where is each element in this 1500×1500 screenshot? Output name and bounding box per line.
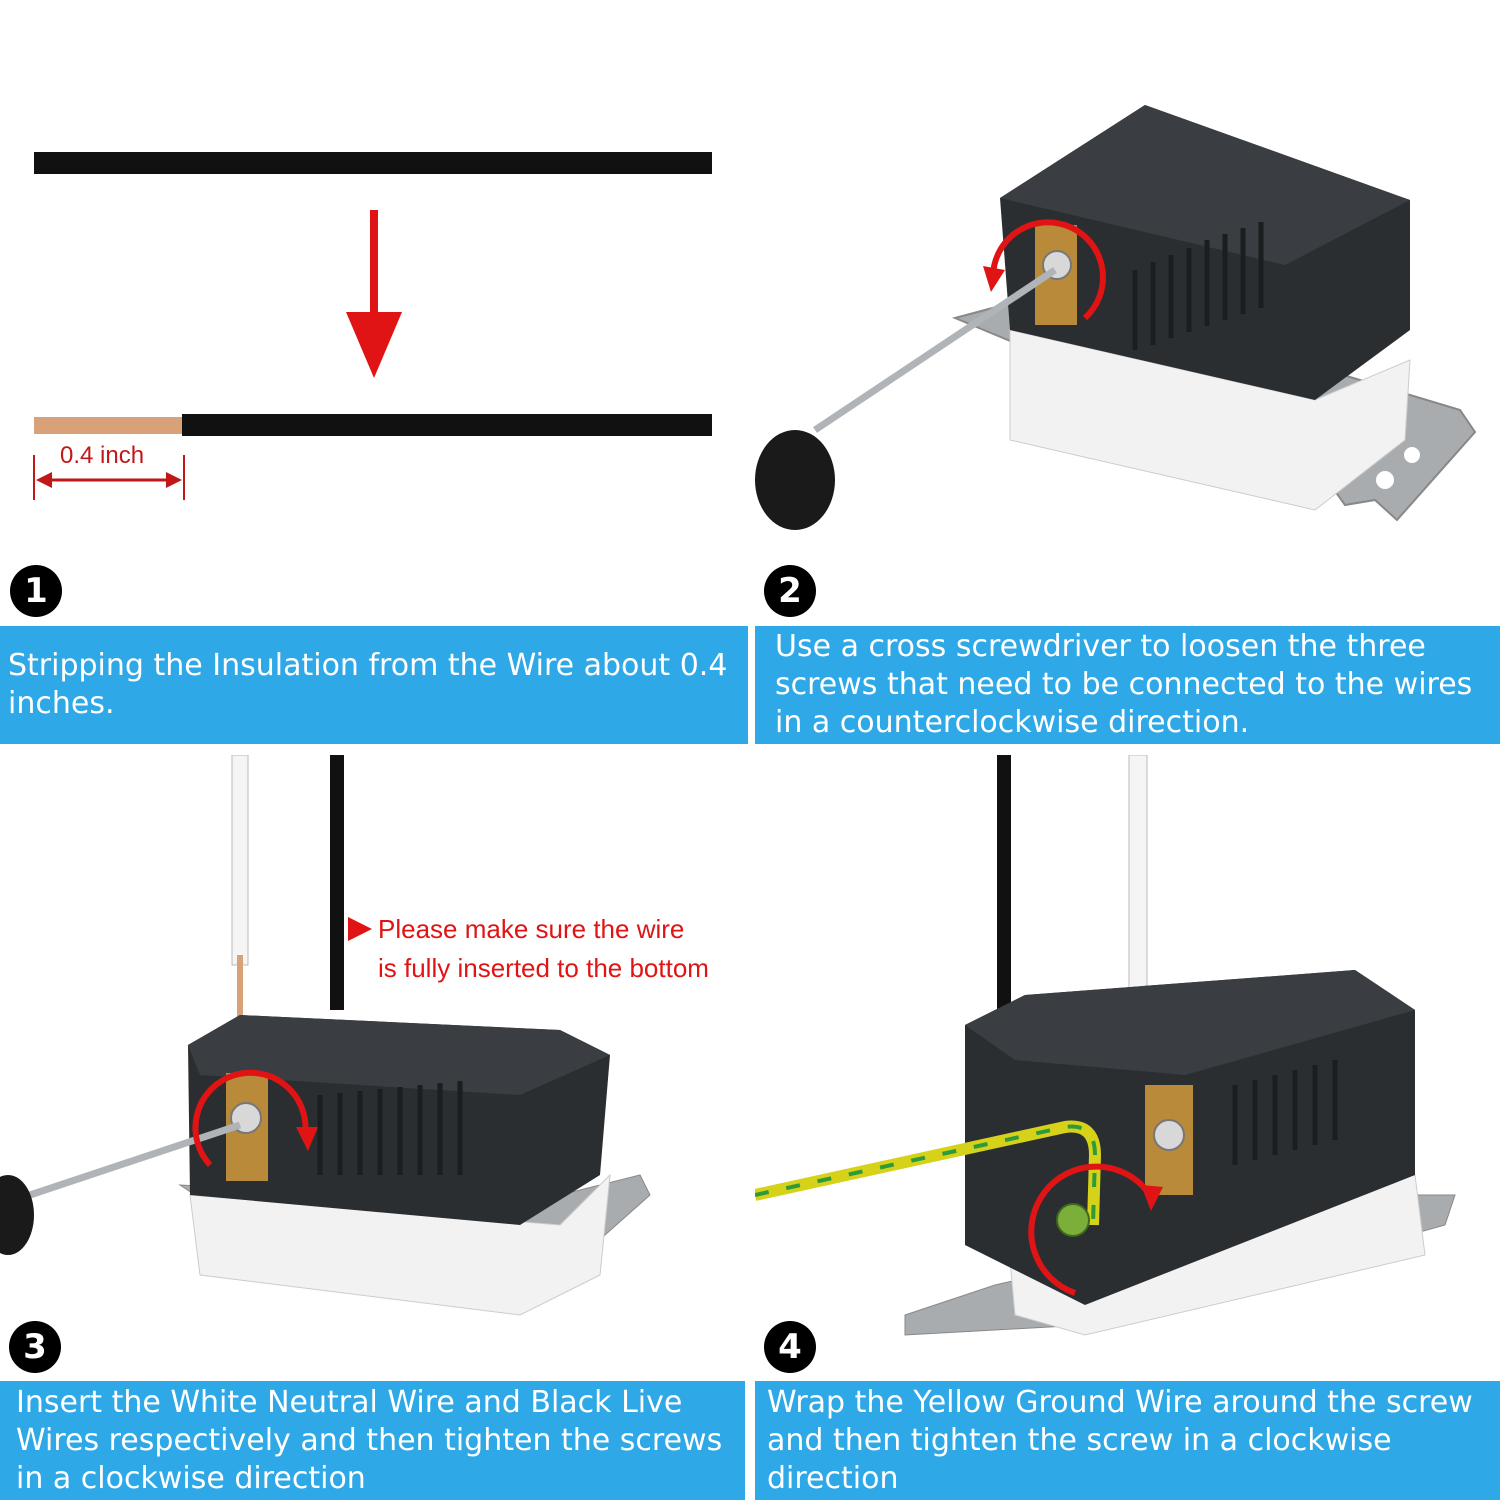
step-1-badge: 1 [10, 565, 62, 617]
step-3-caption-text: Insert the White Neutral Wire and Black … [16, 1384, 723, 1496]
step-4-caption-text: Wrap the Yellow Ground Wire around the s… [767, 1384, 1473, 1496]
terminal-screw-icon [1153, 1119, 1185, 1151]
panel-divider [750, 0, 753, 1500]
screwdriver-shaft [813, 267, 1057, 433]
step-1-panel: 0.4 inch 1 [0, 0, 748, 626]
exposed-copper-wire [34, 417, 186, 434]
step-2-caption: Use a cross screwdriver to loosen the th… [755, 626, 1500, 744]
screwdriver-shaft [28, 1121, 242, 1199]
ground-wire-green-stripe [755, 1124, 1098, 1226]
counterclockwise-arrow-icon [990, 219, 1106, 321]
screwdriver-handle [755, 430, 835, 530]
device-top-face [965, 970, 1415, 1075]
strip-length-label: 0.4 inch [60, 442, 145, 469]
step-2-caption-text: Use a cross screwdriver to loosen the th… [775, 629, 1473, 740]
measure-left-arrow-icon [36, 472, 52, 488]
insertion-note-line-1: Please make sure the wire [378, 914, 685, 944]
step-3-panel: Please make sure the wire is fully inser… [0, 755, 745, 1381]
clockwise-arrow-icon [192, 1069, 309, 1168]
neutral-wire-copper [237, 955, 243, 1035]
device-top-face [1000, 105, 1410, 265]
step-4-caption: Wrap the Yellow Ground Wire around the s… [755, 1381, 1500, 1500]
ground-screw-icon [1056, 1203, 1090, 1237]
ground-wire-illustration [755, 755, 1456, 1336]
measure-right-arrow-icon [166, 472, 182, 488]
stripped-wire-insulation [182, 414, 712, 436]
step-4-badge: 4 [764, 1321, 816, 1373]
step-1-caption-text: Stripping the Insulation from the Wire a… [8, 648, 728, 721]
step-2-panel: 2 [755, 0, 1500, 626]
screw-loosening-illustration [755, 105, 1477, 530]
step-3-caption: Insert the White Neutral Wire and Black … [0, 1381, 745, 1500]
note-pointer-icon [348, 917, 372, 941]
wire-insertion-illustration [0, 755, 651, 1316]
step-2-badge: 2 [764, 565, 816, 617]
receptacle-white-base [189, 1173, 611, 1316]
insulated-wire [34, 152, 712, 174]
step-3-badge: 3 [9, 1321, 61, 1373]
step-1-caption: Stripping the Insulation from the Wire a… [0, 626, 748, 744]
black-live-wire [997, 755, 1011, 1025]
clockwise-arrow-icon [1028, 1163, 1153, 1296]
device-top-face [188, 1015, 610, 1095]
black-live-wire [330, 755, 344, 1010]
wire-stripping-illustration [33, 152, 712, 500]
white-neutral-wire [231, 755, 249, 966]
insertion-note-line-2: is fully inserted to the bottom [378, 953, 709, 983]
down-arrow-icon [346, 312, 402, 378]
step-4-panel: 4 [755, 755, 1500, 1381]
screwdriver-handle [0, 1175, 34, 1255]
